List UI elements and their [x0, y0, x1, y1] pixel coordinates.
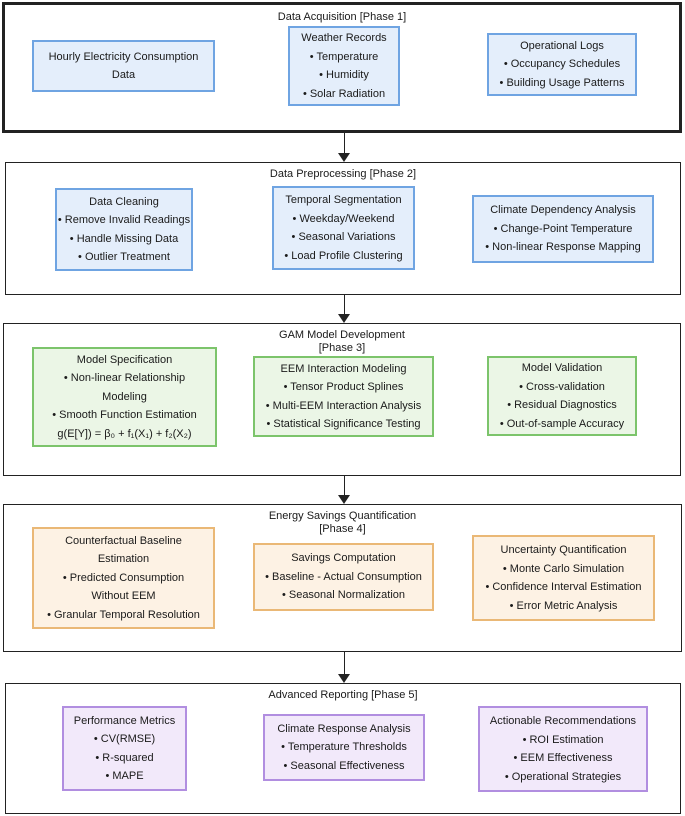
box-line: Weather Records — [301, 32, 387, 44]
connector-line — [343, 295, 345, 314]
box-line: Data — [111, 69, 136, 81]
box-line: • Out-of-sample Accuracy — [499, 417, 625, 430]
box-line: Data Cleaning — [89, 195, 159, 208]
box-line: • Operational Strategies — [504, 770, 622, 783]
box-line: • Occupancy Schedules — [503, 58, 621, 71]
box-line: • Change-Point Temperature — [493, 222, 633, 235]
box-line: • Baseline - Actual Consumption — [265, 570, 422, 583]
box-line: • Multi-EEM Interaction Analysis — [265, 399, 422, 412]
box-line: • Temperature — [309, 50, 379, 63]
arrow-down-icon — [338, 153, 350, 162]
box-line: • Non-linear Relationship — [63, 372, 186, 385]
box-line: • ROI Estimation — [522, 733, 604, 746]
box-line: Without EEM — [91, 590, 156, 603]
box-line: Climate Dependency Analysis — [490, 204, 636, 217]
box-line: • Residual Diagnostics — [507, 399, 617, 411]
box-line: Hourly Electricity Consumption — [48, 50, 199, 63]
box-line: • Statistical Significance Testing — [266, 418, 421, 430]
box-line: g(E[Y]) = β₀ + f₁(X₁) + f₂(X₂) — [57, 427, 192, 440]
phase-1-title: Data Acquisition [Phase 1] — [277, 11, 407, 23]
data-cleaning-box: Data Cleaning • Remove Invalid Readings … — [55, 188, 193, 271]
eem-interaction-box: EEM Interaction Modeling • Tensor Produc… — [253, 356, 434, 437]
box-line: • Tensor Product Splines — [283, 381, 404, 393]
performance-metrics-box: Performance Metrics • CV(RMSE) • R-squar… — [62, 706, 187, 791]
box-line: • MAPE — [105, 770, 144, 782]
phase-5-title: Advanced Reporting [Phase 5] — [268, 689, 418, 701]
box-line: • Smooth Function Estimation — [52, 409, 197, 422]
counterfactual-baseline-box: Counterfactual Baseline Estimation • Pre… — [32, 527, 215, 629]
box-line: • Cross-validation — [519, 380, 605, 393]
box-line: Model Validation — [521, 362, 603, 374]
box-line: • Load Profile Clustering — [284, 249, 403, 262]
box-line: Temporal Segmentation — [285, 194, 402, 206]
box-line: • Seasonal Variations — [291, 231, 396, 243]
box-line: • Building Usage Patterns — [499, 76, 625, 89]
box-line: • Handle Missing Data — [69, 232, 179, 245]
box-line: • Granular Temporal Resolution — [47, 608, 200, 621]
box-line: Actionable Recommendations — [489, 715, 637, 727]
phase-4-title: Energy Savings Quantification [Phase 4] — [268, 510, 417, 535]
box-line: • EEM Effectiveness — [513, 752, 613, 764]
model-specification-box: Model Specification • Non-linear Relatio… — [32, 347, 217, 447]
weather-records-box: Weather Records • Temperature • Humidity… — [288, 26, 400, 106]
box-line: • Humidity — [319, 69, 369, 81]
climate-dependency-box: Climate Dependency Analysis • Change-Poi… — [472, 195, 654, 263]
arrow-down-icon — [338, 495, 350, 504]
box-line: Performance Metrics — [73, 714, 176, 727]
box-line: • Remove Invalid Readings — [57, 214, 191, 226]
climate-response-box: Climate Response Analysis • Temperature … — [263, 714, 425, 781]
box-line: Estimation — [97, 553, 150, 566]
box-line: Savings Computation — [291, 552, 396, 565]
box-line: • Seasonal Effectiveness — [283, 759, 405, 772]
box-line: • R-squared — [95, 751, 154, 764]
connector-line — [343, 476, 345, 495]
box-line: Model Specification — [76, 353, 173, 366]
phase-3-title: GAM Model Development [Phase 3] — [279, 329, 405, 354]
model-validation-box: Model Validation • Cross-validation • Re… — [487, 356, 637, 436]
box-line: • Temperature Thresholds — [281, 741, 407, 754]
box-line: Modeling — [102, 390, 147, 403]
box-line: Operational Logs — [520, 39, 604, 52]
box-line: • CV(RMSE) — [93, 733, 156, 745]
connector-line — [343, 133, 345, 153]
box-line: • Non-linear Response Mapping — [485, 241, 641, 254]
operational-logs-box: Operational Logs • Occupancy Schedules •… — [487, 33, 637, 96]
savings-computation-box: Savings Computation • Baseline - Actual … — [253, 543, 434, 611]
arrow-down-icon — [338, 314, 350, 323]
box-line: Counterfactual Baseline — [65, 534, 182, 547]
box-line: Climate Response Analysis — [277, 722, 411, 735]
box-line: • Monte Carlo Simulation — [502, 562, 625, 575]
connector-line — [343, 652, 345, 674]
box-line: • Outlier Treatment — [78, 251, 170, 263]
box-line: • Seasonal Normalization — [281, 589, 406, 602]
box-line: Uncertainty Quantification — [500, 544, 627, 556]
arrow-down-icon — [338, 674, 350, 683]
actionable-recommendations-box: Actionable Recommendations • ROI Estimat… — [478, 706, 648, 792]
box-line: • Predicted Consumption — [62, 571, 185, 584]
phase-2-title: Data Preprocessing [Phase 2] — [269, 168, 417, 180]
box-line: • Confidence Interval Estimation — [485, 581, 642, 593]
hourly-electricity-box: Hourly Electricity Consumption Data — [32, 40, 215, 92]
box-line: • Weekday/Weekend — [292, 212, 395, 225]
box-line: • Error Metric Analysis — [509, 599, 618, 612]
box-line: EEM Interaction Modeling — [280, 362, 407, 375]
box-line: • Solar Radiation — [302, 87, 386, 100]
temporal-segmentation-box: Temporal Segmentation • Weekday/Weekend … — [272, 186, 415, 270]
uncertainty-quantification-box: Uncertainty Quantification • Monte Carlo… — [472, 535, 655, 621]
